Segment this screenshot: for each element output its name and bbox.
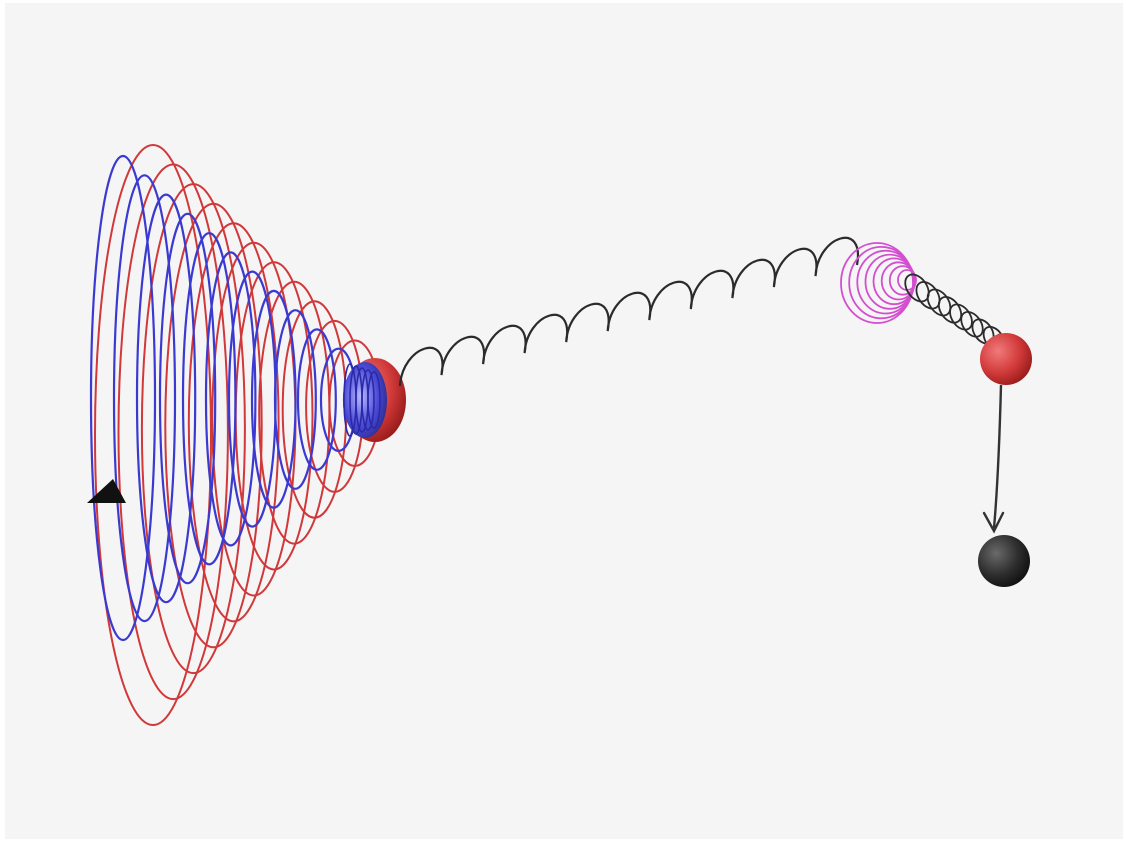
arrow-head <box>982 511 1005 534</box>
arrow-shaft <box>992 384 1003 529</box>
red-ring <box>164 202 263 649</box>
sphere-ring <box>361 369 375 431</box>
magenta-ring-cone <box>840 242 917 324</box>
red-ring <box>140 183 246 675</box>
blue-ring <box>273 309 317 490</box>
blue-ring-cone <box>89 154 378 642</box>
blue-ring <box>135 193 197 604</box>
blue-ring <box>112 174 177 623</box>
wavy-line <box>398 236 860 387</box>
blue-ring <box>296 328 337 471</box>
sphere-rings <box>343 363 381 437</box>
red-ring <box>94 144 212 726</box>
blue-ring <box>181 232 237 566</box>
triangle-marker-icon <box>87 479 126 503</box>
blue-ring <box>89 154 157 642</box>
blue-sphere <box>343 362 387 438</box>
diagram-canvas <box>5 3 1123 839</box>
red-ring <box>187 222 280 623</box>
blue-ring <box>204 251 257 547</box>
arrow-down-icon <box>982 384 1005 534</box>
blue-ring <box>250 289 297 509</box>
background <box>5 3 1123 839</box>
sphere-ring <box>367 371 381 429</box>
red-ring <box>117 163 229 701</box>
blue-ring <box>158 212 217 585</box>
diagram-svg <box>5 3 1123 839</box>
black-ball <box>978 535 1030 587</box>
red-blue-sphere <box>343 358 406 442</box>
red-ball <box>980 333 1032 385</box>
